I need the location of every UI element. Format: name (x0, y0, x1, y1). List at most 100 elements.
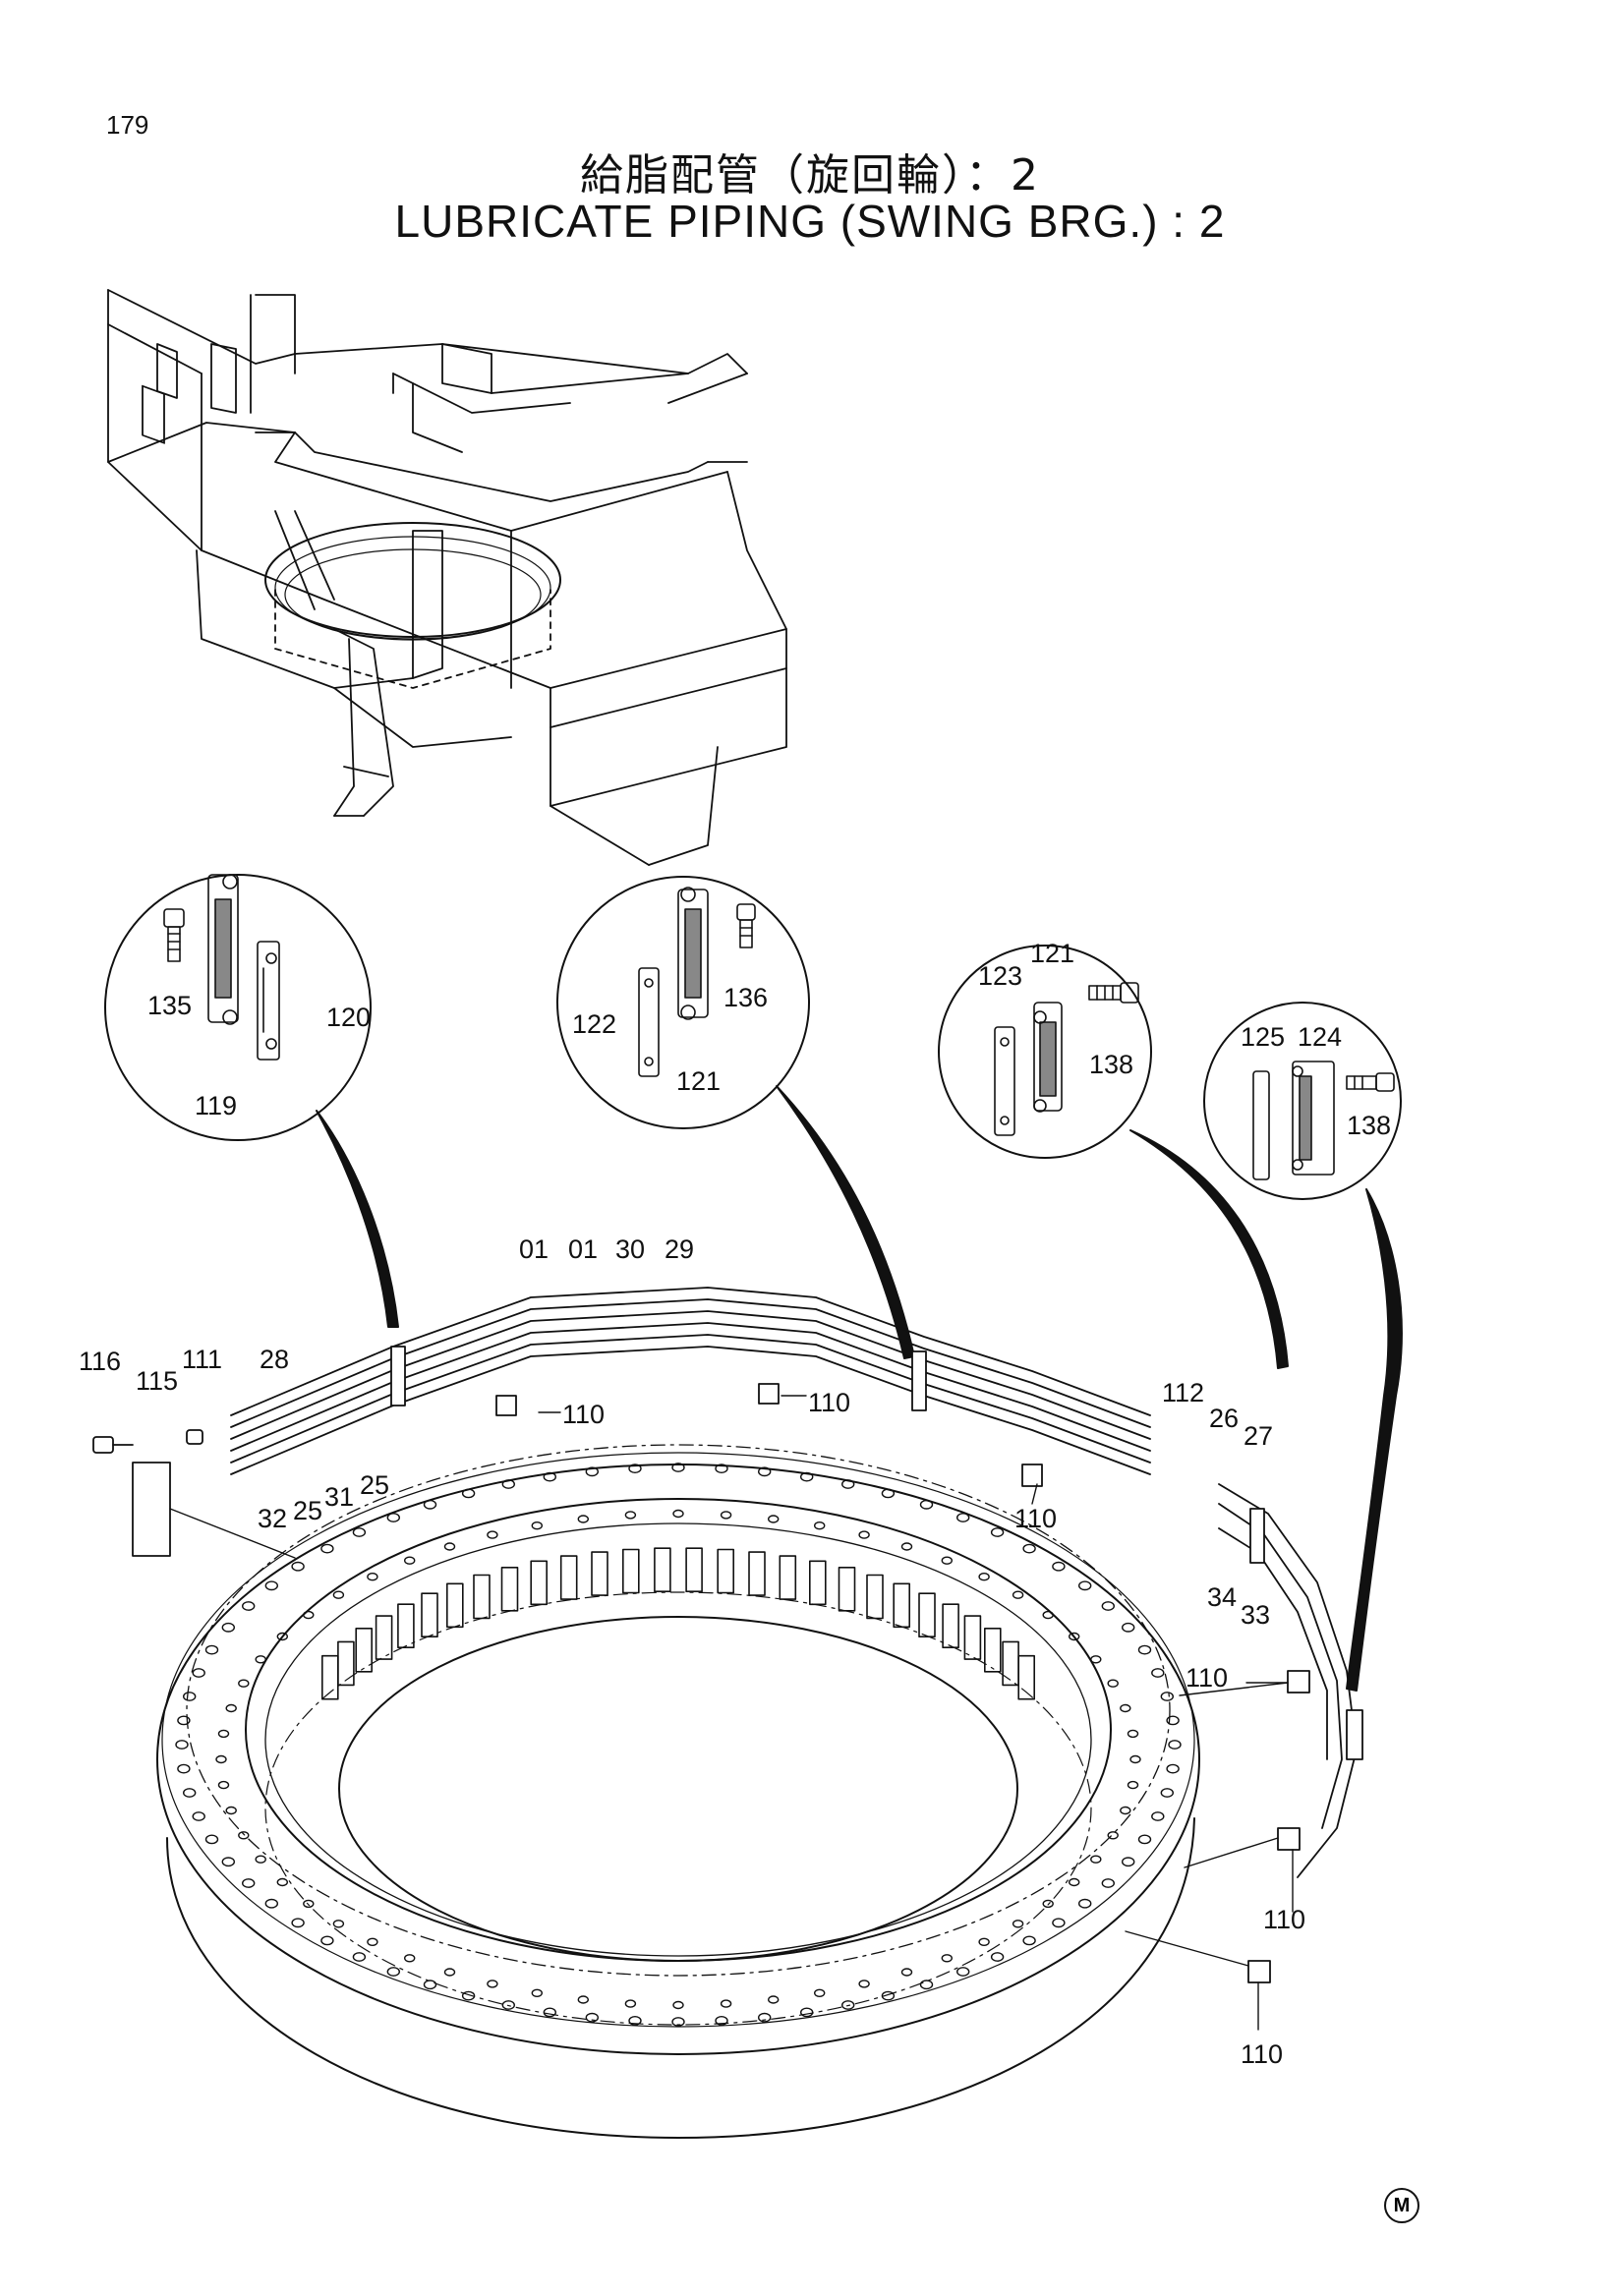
bolt-hole (956, 1513, 970, 1522)
bolt-hole (238, 1679, 250, 1688)
bolt-hole (956, 1967, 970, 1977)
upper-frame-drawing (107, 289, 787, 866)
bolt-hole (531, 1988, 543, 1998)
bolt-hole (241, 1601, 256, 1611)
gear-tooth (983, 1628, 1002, 1673)
bolt-hole (255, 1655, 266, 1664)
part-label-27: 27 (1244, 1421, 1274, 1451)
bolt-hole (192, 1811, 205, 1821)
bolt-hole (1022, 1543, 1036, 1554)
bolt-hole (204, 1644, 219, 1655)
gear-tooth (621, 1548, 640, 1594)
bolt-hole (990, 1952, 1005, 1962)
part-label-125: 125 (1241, 1022, 1286, 1052)
bolt-hole (531, 1521, 543, 1530)
bolt-hole (1101, 1601, 1116, 1611)
bolt-hole (177, 1763, 191, 1774)
part-label-110-f: 110 (1241, 2039, 1284, 2069)
bolt-hole (182, 1788, 197, 1798)
bolt-hole (217, 1780, 230, 1790)
detail-circle-2 (556, 876, 915, 1359)
bolt-hole (841, 2000, 855, 2010)
part-label-30: 30 (615, 1234, 646, 1264)
gear-tooth (893, 1582, 911, 1629)
bolt-hole (628, 2015, 642, 2026)
bolt-hole (577, 1515, 589, 1523)
bolt-hole (800, 1471, 814, 1482)
part-label-136: 136 (723, 983, 769, 1012)
bolt-hole (624, 1511, 637, 1520)
bolt-hole (1052, 1561, 1066, 1572)
bolt-hole (320, 1543, 334, 1554)
bolt-hole (487, 1530, 498, 1539)
part-label-32: 32 (258, 1504, 288, 1533)
bolt-hole (1042, 1899, 1054, 1909)
part-label-29: 29 (665, 1234, 695, 1264)
gear-tooth (838, 1567, 856, 1612)
gear-tooth (591, 1551, 608, 1596)
bolt-hole (1012, 1590, 1024, 1599)
bolt-hole (814, 1521, 826, 1530)
bolt-hole (1121, 1622, 1135, 1633)
bolt-hole (303, 1610, 315, 1620)
bolt-hole (487, 1980, 498, 1988)
bolt-hole (1127, 1780, 1139, 1790)
bolt-hole (881, 1990, 896, 2001)
bolt-hole (900, 1542, 913, 1551)
bolt-hole (264, 1898, 278, 1909)
bolt-hole (291, 1561, 305, 1572)
bolt-hole (367, 1572, 378, 1581)
gear-tooth (355, 1628, 374, 1673)
bolt-hole (461, 1990, 476, 2001)
bolt-hole (238, 1831, 250, 1840)
bolt-hole (501, 1479, 515, 1489)
part-label-33: 33 (1241, 1600, 1271, 1630)
gear-tooth (1017, 1654, 1035, 1700)
bolt-hole (352, 1952, 367, 1962)
bolt-hole (1120, 1703, 1131, 1713)
gear-tooth (473, 1574, 491, 1620)
page-title-en: LUBRICATE PIPING (SWING BRG.) : 2 (394, 196, 1226, 247)
bolt-hole (192, 1668, 205, 1678)
bolt-hole (255, 1855, 266, 1864)
bolt-hole (800, 2007, 814, 2018)
page-number: 179 (106, 110, 149, 140)
bolt-hole (177, 1715, 191, 1726)
gear-tooth (808, 1560, 827, 1606)
bolt-hole (182, 1692, 197, 1701)
part-label-115: 115 (136, 1366, 179, 1396)
bolt-hole (814, 1988, 826, 1998)
bolt-hole (919, 1980, 934, 1990)
detail-circle-1 (104, 874, 399, 1328)
part-label-121-a: 121 (676, 1066, 722, 1096)
bolt-hole (501, 2000, 515, 2010)
bolt-hole (332, 1590, 345, 1599)
part-label-25-a: 25 (293, 1496, 323, 1525)
gear-tooth (866, 1574, 884, 1620)
part-label-111: 111 (182, 1345, 223, 1374)
swing-bearing (156, 1444, 1200, 2139)
bolt-hole (1160, 1788, 1175, 1798)
gear-tooth (421, 1592, 438, 1637)
detail-circle-3 (938, 945, 1289, 1369)
bolt-hole (221, 1857, 236, 1867)
bolt-hole (758, 1466, 772, 1477)
part-label-110-a: 110 (562, 1400, 606, 1429)
bolt-hole (900, 1968, 913, 1977)
bolt-hole (672, 1509, 684, 1519)
bolt-hole (941, 1556, 953, 1565)
bolt-hole (858, 1980, 870, 1988)
bolt-hole (217, 1729, 230, 1739)
part-label-112: 112 (1162, 1378, 1205, 1407)
part-label-138-a: 138 (1089, 1050, 1134, 1079)
bolt-hole (386, 1967, 400, 1977)
bolt-hole (225, 1806, 237, 1815)
part-label-122: 122 (572, 1009, 617, 1039)
bolt-hole (577, 1995, 589, 2004)
part-label-01-a: 01 (519, 1234, 550, 1264)
bolt-hole (1042, 1610, 1054, 1620)
part-label-138-b: 138 (1347, 1111, 1392, 1140)
bolt-hole (1022, 1935, 1036, 1946)
